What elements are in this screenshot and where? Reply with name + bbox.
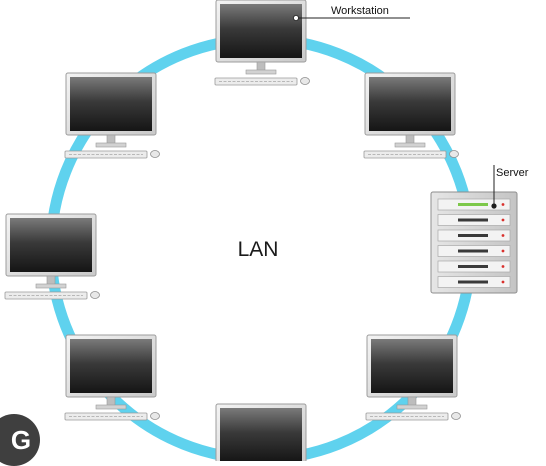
lan-label: LAN <box>237 238 279 261</box>
workstation-label: Workstation <box>331 5 389 17</box>
server-tower <box>430 191 518 294</box>
server-status-led <box>501 234 505 237</box>
workstation-left <box>4 213 100 300</box>
workstation-top <box>214 0 310 86</box>
workstation-lower-left <box>64 334 160 421</box>
server-callout-line <box>491 165 497 209</box>
workstation-lower-right <box>365 334 461 421</box>
server-drive-slot <box>458 280 488 284</box>
workstation-callout-line <box>292 14 410 22</box>
server-status-led <box>501 280 505 284</box>
server-drive-slot <box>458 234 488 237</box>
corner-badge-letter: G <box>10 424 32 455</box>
workstation-bottom <box>214 403 310 461</box>
server-status-led <box>501 203 505 206</box>
server-status-led <box>501 265 505 268</box>
server-status-led <box>501 249 505 253</box>
server-drive-slot <box>458 218 488 222</box>
server-drive-slot <box>458 265 488 268</box>
server-label: Server <box>496 167 529 179</box>
server-drive-slot <box>458 249 488 253</box>
server-drive-slot <box>458 203 488 206</box>
google-lens-icon[interactable]: G <box>0 414 40 466</box>
server-status-led <box>501 218 505 222</box>
